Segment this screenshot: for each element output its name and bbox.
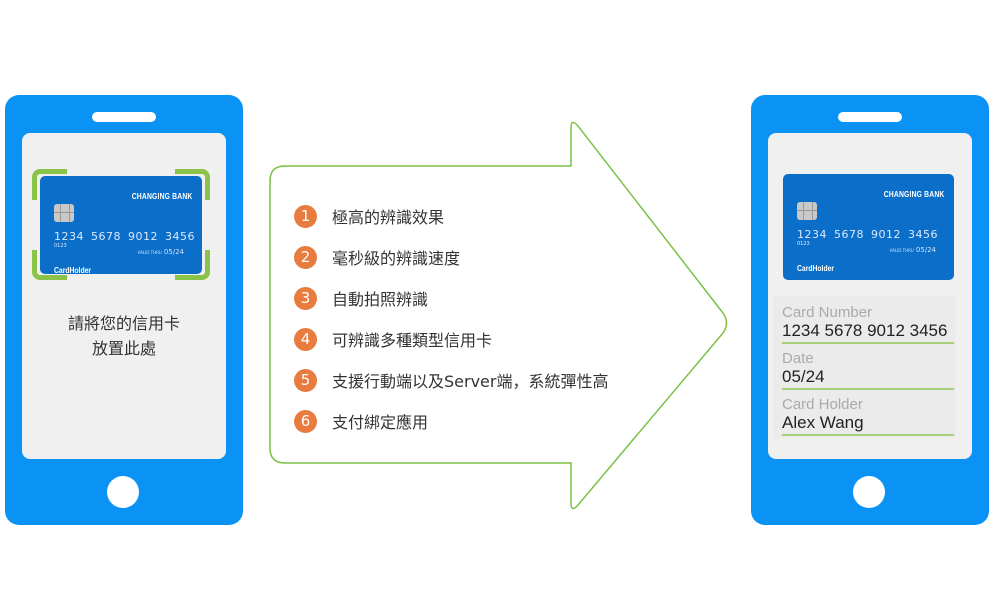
feature-text: 毫秒級的辨識速度 [332,249,461,268]
field-value: 05/24 [782,367,825,386]
frame-gap [67,274,175,280]
number-badge: 6 [294,409,317,433]
left-phone: 請將您的信用卡 放置此處 [5,95,243,525]
feature-item: 3 自動拍照辨識 [294,286,428,310]
card-sub-number: 0123 [797,241,810,247]
phone-speaker [838,112,902,122]
number-badge: 3 [294,286,317,310]
number-badge: 1 [294,204,317,228]
feature-item: 2 毫秒級的辨識速度 [294,245,460,269]
feature-item: 1 極高的辨識效果 [294,204,444,228]
expiry-value: 05/24 [163,248,184,256]
field-label: Card Holder [782,396,863,413]
field-underline [782,342,954,344]
card-number: 1234 5678 9012 3456 [797,228,938,241]
card-info-form: Card Number 1234 5678 9012 3456 Date 05/… [773,296,956,438]
phone-speaker [92,112,156,122]
prompt-line-1: 請將您的信用卡 [67,314,180,333]
home-button[interactable] [853,476,885,508]
feature-text: 極高的辨識效果 [332,208,445,227]
feature-text: 可辨識多種類型信用卡 [332,331,493,350]
number-badge: 2 [294,245,317,269]
feature-text: 自動拍照辨識 [332,290,429,309]
date-field[interactable]: Date 05/24 [782,350,954,390]
number-badge: 5 [294,368,317,392]
frame-gap [204,200,210,250]
prompt-line-2: 放置此處 [91,339,156,358]
frame-gap [32,200,38,250]
card-holder-field[interactable]: Card Holder Alex Wang [782,396,954,436]
feature-text: 支援行動端以及Server端，系統彈性高 [332,372,609,391]
card-number-field[interactable]: Card Number 1234 5678 9012 3456 [782,304,954,344]
field-value: 1234 5678 9012 3456 [782,321,948,340]
field-label: Card Number [782,304,873,321]
field-underline [782,434,954,436]
valid-label: VALID THRU [889,248,914,253]
bank-name: CHANGING BANK [883,190,944,199]
valid-label: VALID THRU [137,250,162,255]
home-button[interactable] [107,476,139,508]
expiry-value: 05/24 [915,246,936,254]
feature-item: 5 支援行動端以及Server端，系統彈性高 [294,368,608,392]
chip-icon [54,204,74,222]
field-label: Date [782,350,814,367]
scan-prompt: 請將您的信用卡 放置此處 [22,311,226,361]
bank-name: CHANGING BANK [131,192,192,201]
feature-text: 支付綁定應用 [332,413,429,432]
card-sub-number: 0123 [54,243,67,249]
credit-card-right: CHANGING BANK 1234 5678 9012 3456 0123 V… [783,174,954,280]
card-holder: CardHolder [54,266,92,275]
frame-gap [67,169,175,175]
feature-item: 4 可辨識多種類型信用卡 [294,327,492,351]
chip-icon [797,202,817,220]
feature-item: 6 支付綁定應用 [294,409,428,433]
number-badge: 4 [294,327,317,351]
field-underline [782,388,954,390]
field-value: Alex Wang [782,413,864,432]
credit-card-left: CHANGING BANK 1234 5678 9012 3456 0123 V… [40,176,202,275]
arrow-shape [269,121,728,510]
card-holder: CardHolder [797,264,835,273]
card-number: 1234 5678 9012 3456 [54,230,195,243]
